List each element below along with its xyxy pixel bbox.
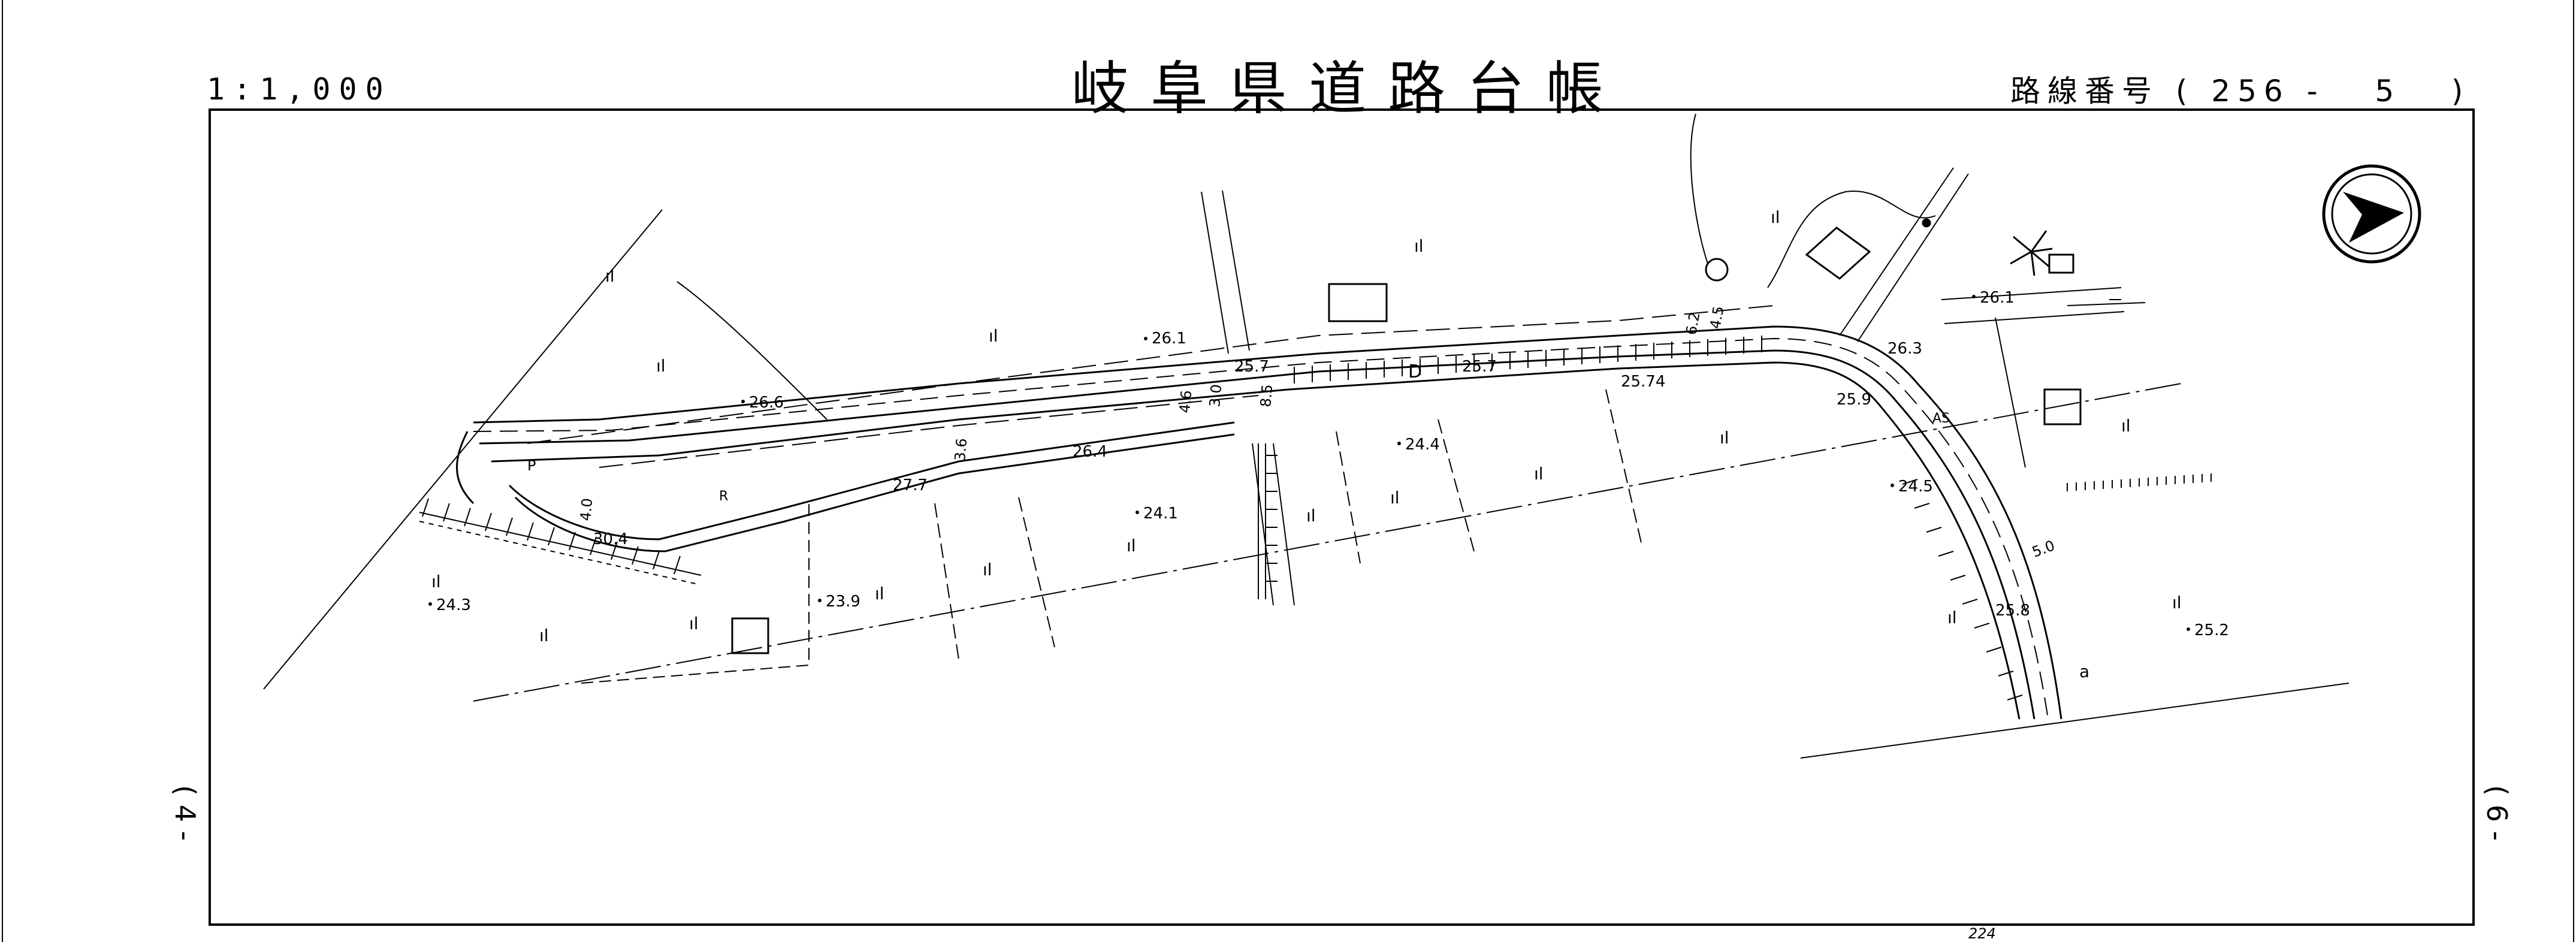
route-number: 路線番号 ( 256 - 5 ): [2010, 67, 2470, 110]
svg-text:ıl: ıl: [989, 326, 998, 346]
road-width: 4.5: [1707, 305, 1727, 330]
building-rect: [1328, 283, 1388, 322]
road-width: 3.6: [952, 437, 970, 461]
spot-elevation: 25.7: [1462, 358, 1497, 376]
svg-text:ıl: ıl: [605, 266, 615, 286]
svg-text:ıl: ıl: [656, 356, 666, 376]
svg-text:ıl: ıl: [1127, 536, 1136, 555]
spot-elevation: 25.8: [1995, 602, 2030, 620]
svg-text:ıl: ıl: [1534, 464, 1544, 484]
pit-left: [731, 617, 769, 654]
north-arrow-icon: [2322, 164, 2421, 264]
pit-right: [2043, 388, 2082, 425]
width-annotations: 4.6 4.0 3.6 6.2 4.5 5.0 8.5 3.0 D R P a …: [527, 305, 2089, 942]
road-width: 8.5: [1257, 384, 1276, 407]
spot-elevation: 26.1: [1980, 289, 2015, 307]
shrine-icon: [2010, 230, 2053, 276]
svg-text:ıl: ıl: [1771, 207, 1780, 227]
road-edge-dashes: [527, 305, 1774, 468]
spot-elevation: 25.2: [2194, 621, 2229, 639]
benchmark-icon: [1922, 218, 1931, 228]
spot-elevations: 26.1 26.6 25.7 25.7 25.74 26.4 27.7 30.4…: [428, 289, 2229, 639]
structures: [731, 218, 2082, 654]
spot-elevation: 26.3: [1888, 340, 1922, 358]
marker-P: P: [527, 457, 536, 474]
svg-text:ıl: ıl: [1390, 488, 1400, 508]
svg-text:ıl: ıl: [1414, 236, 1424, 256]
svg-text:ıl: ıl: [1306, 506, 1316, 526]
svg-text:ıl: ıl: [875, 584, 884, 603]
land-use-symbols: ıl ıl ıl ıl ıl ıl ıl ıl ıl ıl ıl ıl ıl ıl ıl ıl ıl ı…: [431, 207, 2182, 645]
stairs: [2048, 253, 2074, 274]
road-width: 4.0: [577, 497, 596, 521]
map-title: 岐阜県道路台帳: [1071, 55, 1625, 122]
route-number-value: ( 256 - 5 ): [2175, 74, 2471, 108]
marker-R: R: [719, 489, 728, 504]
spot-elevation: 26.4: [1073, 443, 1107, 461]
sheet-ref-right: ( 6 -: [2481, 785, 2513, 841]
road-width: 5.0: [2030, 537, 2056, 560]
svg-text:ıl: ıl: [539, 626, 549, 645]
marker-a: a: [2079, 662, 2089, 681]
spot-elevation: 25.9: [1837, 391, 1871, 409]
embankment-hachures: [419, 336, 2212, 701]
lower-sheet-number: 224: [1968, 925, 1996, 942]
svg-text:ıl: ıl: [689, 614, 699, 633]
spot-elevation: 24.4: [1405, 436, 1440, 454]
spot-elevation: 26.6: [749, 394, 784, 412]
route-label: 路線番号: [2010, 74, 2159, 108]
spot-elevation: 30.4: [593, 530, 628, 548]
spot-elevation: 27.7: [893, 476, 928, 494]
side-roads: [263, 113, 2349, 759]
map-scale: 1:1,000: [207, 72, 392, 107]
spot-elevation: 24.1: [1143, 505, 1178, 523]
svg-text:ıl: ıl: [1720, 428, 1729, 448]
svg-text:ıl: ıl: [2172, 593, 2182, 612]
spot-elevation: 26.1: [1152, 330, 1186, 348]
spot-elevation: 25.74: [1621, 373, 1665, 391]
spot-elevation: 25.7: [1234, 358, 1269, 376]
building-house: [1805, 227, 1871, 280]
marker-AS: AS: [1932, 411, 1950, 426]
road-width: 4.6: [1176, 390, 1195, 413]
road-width: 3.0: [1206, 384, 1225, 407]
map-frame: [209, 108, 2475, 926]
tree-icon: [1705, 258, 1729, 282]
road-width: 6.2: [1683, 311, 1703, 336]
svg-text:ıl: ıl: [983, 560, 992, 579]
spot-elevation: 24.3: [436, 596, 471, 614]
sheet-ref-left: ( 4 -: [169, 785, 201, 841]
spot-elevation: 24.5: [1898, 478, 1933, 496]
main-road: [456, 325, 2062, 720]
svg-text:ıl: ıl: [1947, 608, 1957, 627]
svg-text:ıl: ıl: [2121, 416, 2131, 436]
marker-D: D: [1408, 361, 1422, 382]
spot-elevation: 23.9: [826, 593, 860, 611]
svg-text:ıl: ıl: [431, 572, 441, 591]
